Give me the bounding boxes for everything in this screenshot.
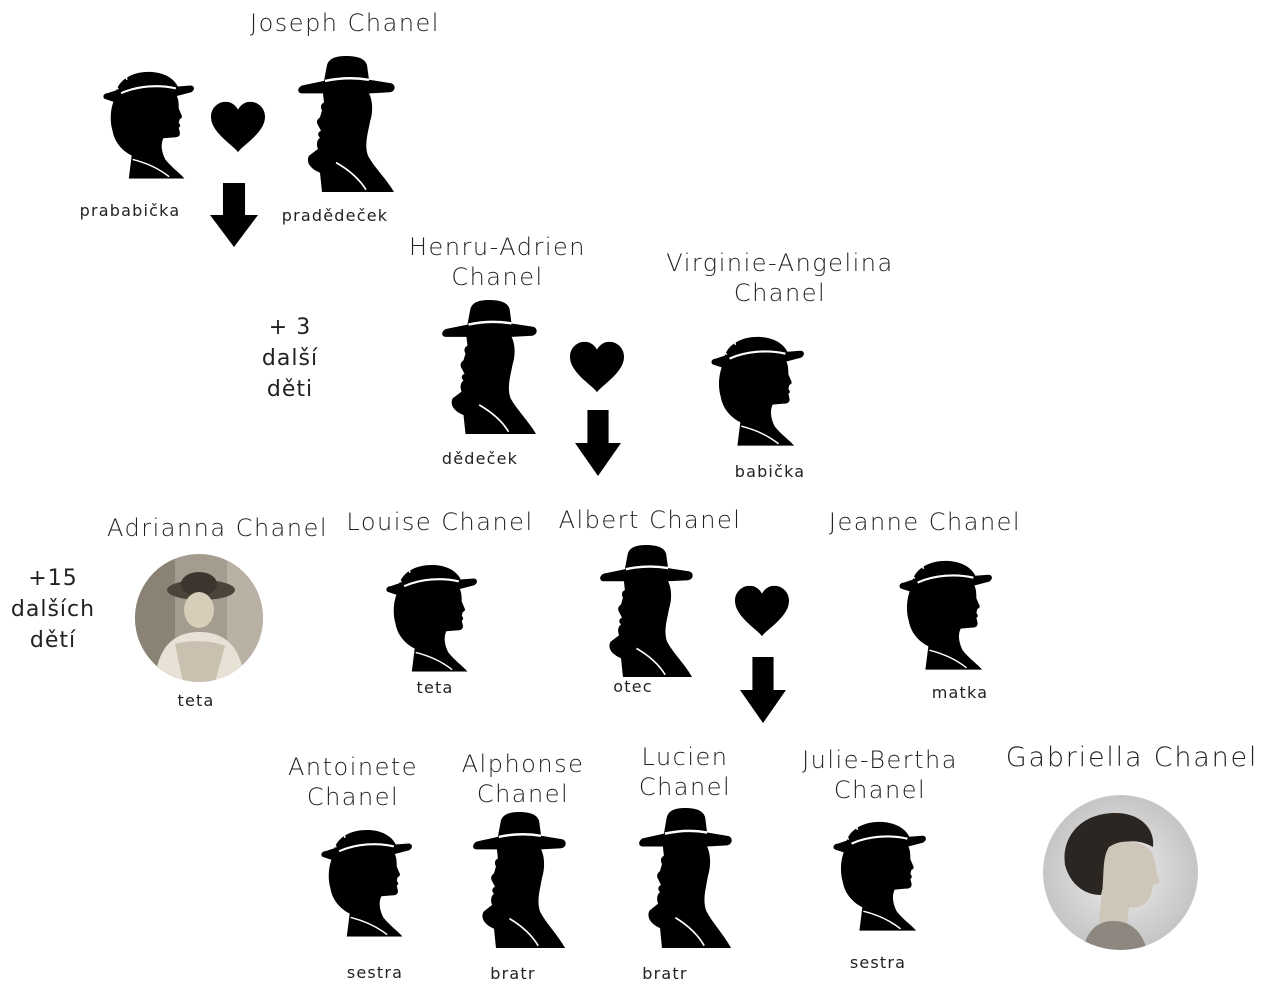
dedecek-label: dědeček	[420, 449, 540, 468]
prababicka-label: prababička	[60, 201, 200, 220]
woman-silhouette-icon	[708, 324, 806, 450]
extra-children-note-parents: +15 dalších dětí	[0, 563, 106, 656]
babicka-label: babička	[710, 462, 830, 481]
otec-label: otec	[573, 677, 693, 696]
teta-label-adrianna: teta	[136, 691, 256, 710]
bratr-label-alphonse: bratr	[453, 964, 573, 983]
heart-icon	[210, 100, 266, 154]
man-silhouette-icon	[598, 545, 694, 677]
heart-icon	[569, 340, 625, 394]
woman-silhouette-icon	[100, 60, 196, 182]
alphonse-chanel-name: Alphonse Chanel	[448, 749, 598, 809]
gabriella-chanel-name: Gabriella Chanel	[1000, 743, 1264, 773]
pradedecek-label: pradědeček	[265, 206, 405, 225]
heart-icon	[734, 584, 790, 638]
sestra-label-julie-bertha: sestra	[818, 953, 938, 972]
arrow-down-icon	[210, 183, 258, 247]
man-silhouette-icon	[471, 812, 567, 948]
bratr-label-lucien: bratr	[605, 964, 725, 983]
man-silhouette-icon	[296, 56, 396, 192]
woman-silhouette-icon	[383, 552, 479, 676]
man-silhouette-icon	[637, 808, 733, 948]
henru-adrien-chanel-name: Henru-Adrien Chanel	[390, 232, 605, 292]
woman-silhouette-icon	[318, 816, 414, 942]
adrianna-photo	[135, 554, 263, 682]
virginie-angelina-chanel-name: Virginie-Angelina Chanel	[660, 248, 900, 308]
joseph-chanel-name: Joseph Chanel	[230, 8, 460, 38]
antoinete-chanel-name: Antoinete Chanel	[278, 752, 428, 812]
adrianna-chanel-name: Adrianna Chanel	[105, 513, 330, 543]
sestra-label-antoinete: sestra	[315, 963, 435, 982]
arrow-down-icon	[740, 657, 786, 723]
woman-silhouette-icon	[896, 548, 994, 674]
man-silhouette-icon	[440, 300, 538, 434]
lucien-chanel-name: Lucien Chanel	[610, 742, 760, 802]
extra-children-note-grandparents: + 3 další děti	[240, 312, 340, 405]
gabriella-photo	[1043, 795, 1198, 950]
jeanne-chanel-name: Jeanne Chanel	[820, 507, 1030, 537]
albert-chanel-name: Albert Chanel	[550, 505, 750, 535]
louise-chanel-name: Louise Chanel	[340, 507, 540, 537]
woman-silhouette-icon	[830, 808, 928, 936]
arrow-down-icon	[575, 410, 621, 476]
matka-label: matka	[900, 683, 1020, 702]
julie-bertha-chanel-name: Julie-Bertha Chanel	[795, 745, 965, 805]
teta-label-louise: teta	[375, 678, 495, 697]
